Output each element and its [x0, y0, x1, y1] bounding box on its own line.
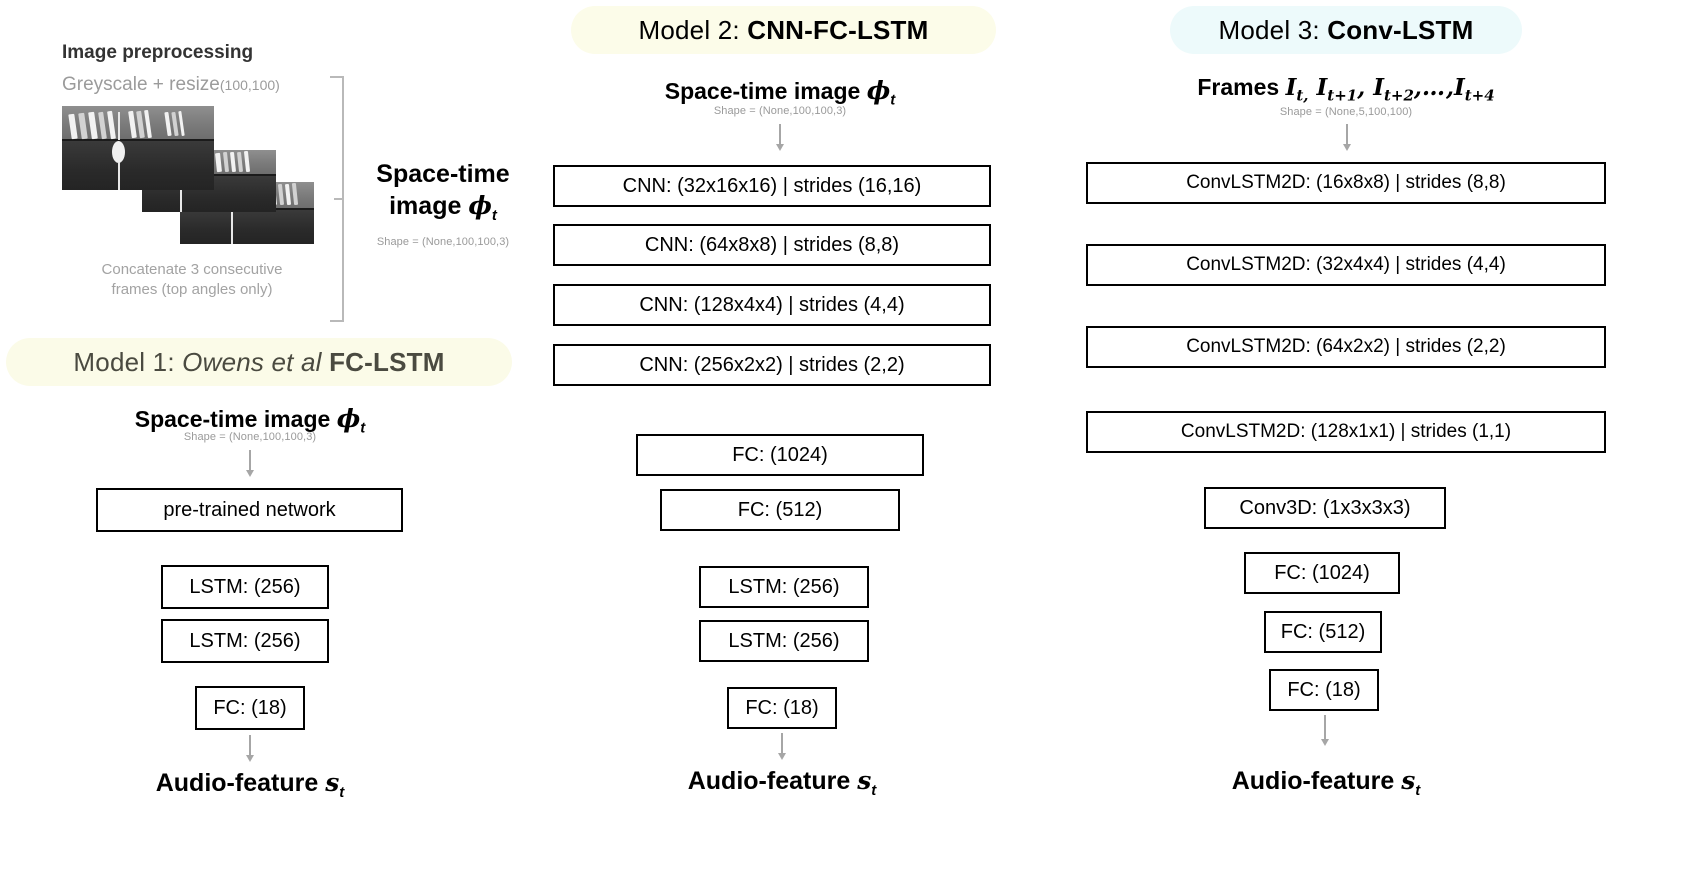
model-1-header-bold: FC-LSTM	[329, 346, 445, 377]
model-1-output-label: Audio-feature st	[60, 768, 440, 801]
preprocessing-bracket-nub	[334, 198, 344, 200]
model-1-layer-0[interactable]: pre-trained network	[96, 488, 403, 532]
preprocessing-subtitle: Greyscale + resize(100,100)	[62, 74, 280, 96]
bracket-label-line2: image	[389, 192, 462, 220]
phi-subscript: t	[491, 207, 497, 224]
model-2-layer-2[interactable]: CNN: (128x4x4) | strides (4,4)	[553, 284, 991, 326]
model-2-arrow-2-head	[778, 753, 786, 760]
model-3-header: Model 3: Conv-LSTM	[1170, 6, 1522, 54]
model-1-arrow-1-line	[249, 450, 251, 472]
model-3-arrow-1-line	[1346, 124, 1348, 146]
model-3-layer-2[interactable]: ConvLSTM2D: (64x2x2) | strides (2,2)	[1086, 326, 1606, 368]
model-1-input-label: Space-time image ϕt	[60, 404, 440, 437]
preprocessing-note-line2: frames (top angles only)	[111, 281, 273, 299]
model-3-layer-5[interactable]: FC: (1024)	[1244, 552, 1400, 594]
preprocessing-bracket-label: Space-time image ϕt	[358, 160, 528, 224]
model-1-header-italic: Owens et al	[182, 346, 330, 377]
model-1-s-icon: s	[325, 768, 340, 797]
preprocessing-subtitle-main: Greyscale + resize	[62, 74, 220, 95]
model-2-phi-subscript: t	[890, 91, 896, 109]
model-3-layer-7[interactable]: FC: (18)	[1269, 669, 1379, 711]
model-1-input-shape: Shape = (None,100,100,3)	[183, 431, 317, 443]
model-3-layer-4[interactable]: Conv3D: (1x3x3x3)	[1204, 487, 1446, 529]
bracket-label-line1: Space-time	[376, 160, 510, 188]
model-2-input-text: Space-time image	[664, 78, 867, 104]
model-2-phi-icon: ϕ	[866, 76, 891, 105]
model-1-header-text: Model 1: Owens et al FC-LSTM	[73, 347, 444, 378]
model-2-layer-3[interactable]: CNN: (256x2x2) | strides (2,2)	[553, 344, 991, 386]
model-2-layer-6[interactable]: LSTM: (256)	[699, 566, 869, 608]
model-2-header-bold: CNN-FC-LSTM	[747, 14, 929, 45]
model-3-output-label: Audio-feature st	[1136, 766, 1516, 799]
model-1-arrow-2-line	[249, 735, 251, 757]
model-2-layer-7[interactable]: LSTM: (256)	[699, 620, 869, 662]
model-2-s-subscript: t	[871, 782, 877, 799]
model-2-arrow-2-line	[781, 733, 783, 755]
preprocessing-bracket-shape: Shape = (None,100,100,3)	[376, 236, 510, 248]
model-3-layer-6[interactable]: FC: (512)	[1264, 611, 1382, 653]
model-1-output-text: Audio-feature	[155, 769, 326, 797]
model-3-input-text: Frames	[1197, 74, 1286, 100]
model-3-layer-0[interactable]: ConvLSTM2D: (16x8x8) | strides (8,8)	[1086, 162, 1606, 204]
model-2-input-label: Space-time image ϕt	[590, 76, 970, 109]
model-3-arrow-2-head	[1321, 739, 1329, 746]
preprocessing-note: Concatenate 3 consecutive frames (top an…	[62, 260, 322, 301]
model-2-s-icon: s	[857, 766, 872, 795]
preprocessing-frame-1	[62, 106, 214, 190]
model-1-layer-1[interactable]: LSTM: (256)	[161, 565, 329, 609]
preprocessing-subtitle-dims: (100,100)	[219, 77, 280, 93]
phi-symbol: ϕ	[468, 191, 492, 220]
model-2-output-label: Audio-feature st	[592, 766, 972, 799]
model-1-header-prefix: Model 1:	[73, 346, 183, 377]
model-1-header: Model 1: Owens et al FC-LSTM	[6, 338, 512, 386]
model-3-output-text: Audio-feature	[1231, 767, 1402, 795]
model-2-header-prefix: Model 2:	[638, 14, 748, 45]
model-1-arrow-1-head	[246, 470, 254, 477]
model-2-header: Model 2: CNN-FC-LSTM	[571, 6, 996, 54]
model-1-input-text: Space-time image	[134, 406, 337, 432]
model-2-output-text: Audio-feature	[687, 767, 858, 795]
model-3-layer-1[interactable]: ConvLSTM2D: (32x4x4) | strides (4,4)	[1086, 244, 1606, 286]
model-1-s-subscript: t	[339, 784, 345, 801]
model-1-phi-subscript: t	[360, 419, 366, 437]
model-2-layer-8[interactable]: FC: (18)	[727, 687, 837, 729]
model-2-input-shape: Shape = (None,100,100,3)	[713, 105, 847, 117]
model-3-s-subscript: t	[1415, 782, 1421, 799]
model-2-layer-1[interactable]: CNN: (64x8x8) | strides (8,8)	[553, 224, 991, 266]
model-3-s-icon: s	[1401, 766, 1416, 795]
model-1-layer-3[interactable]: FC: (18)	[195, 686, 305, 730]
model-3-header-bold: Conv-LSTM	[1327, 14, 1474, 45]
model-2-layer-0[interactable]: CNN: (32x16x16) | strides (16,16)	[553, 165, 991, 207]
model-3-header-prefix: Model 3:	[1218, 14, 1328, 45]
model-3-layer-3[interactable]: ConvLSTM2D: (128x1x1) | strides (1,1)	[1086, 411, 1606, 453]
model-3-header-text: Model 3: Conv-LSTM	[1219, 15, 1474, 46]
model-3-input-label: Frames It, It+1, It+2,…,It+4	[1197, 74, 1495, 105]
model-2-layer-4[interactable]: FC: (1024)	[636, 434, 924, 476]
model-2-header-text: Model 2: CNN-FC-LSTM	[638, 15, 928, 46]
model-3-input-shape: Shape = (None,5,100,100)	[1279, 106, 1413, 118]
model-1-layer-2[interactable]: LSTM: (256)	[161, 619, 329, 663]
model-3-arrow-2-line	[1324, 715, 1326, 741]
preprocessing-note-line1: Concatenate 3 consecutive	[101, 261, 283, 278]
model-1-phi-icon: ϕ	[336, 404, 361, 433]
model-2-arrow-1-line	[779, 124, 781, 146]
model-2-layer-5[interactable]: FC: (512)	[660, 489, 900, 531]
model-1-arrow-2-head	[246, 755, 254, 762]
preprocessing-title: Image preprocessing	[62, 42, 254, 63]
model-3-arrow-1-head	[1343, 144, 1351, 151]
model-2-arrow-1-head	[776, 144, 784, 151]
